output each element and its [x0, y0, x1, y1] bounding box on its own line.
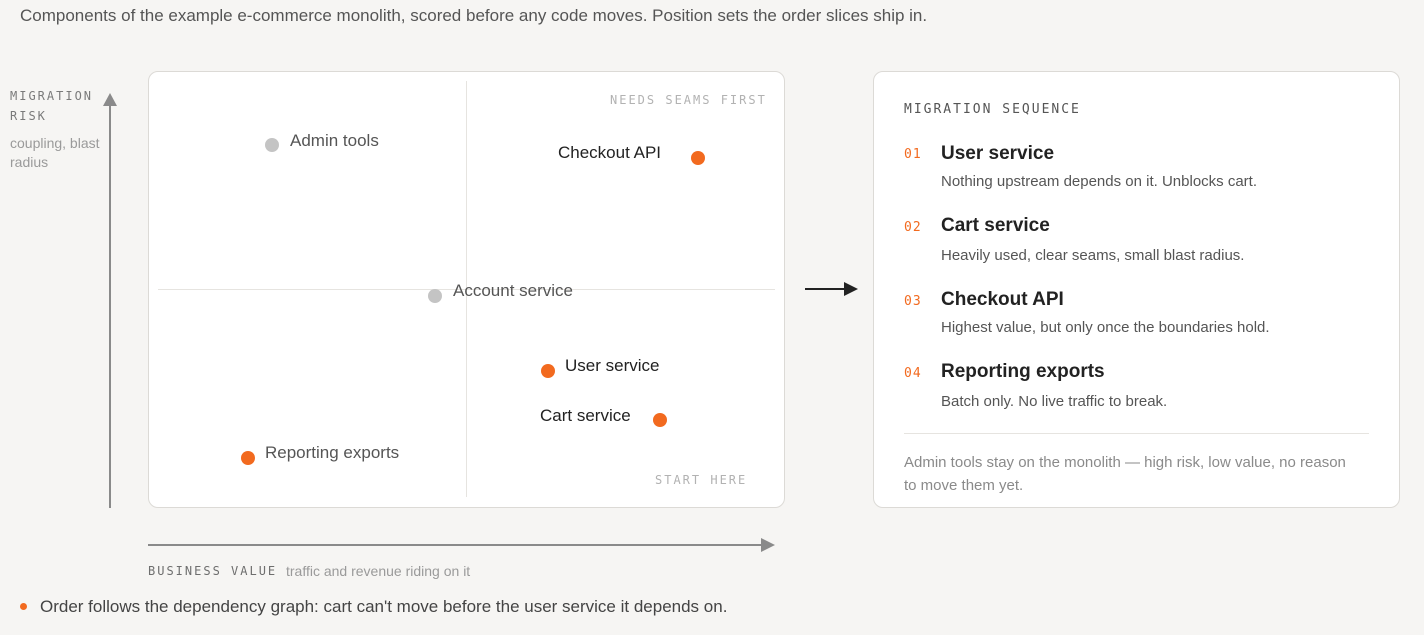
- x-axis-arrowhead: [761, 538, 775, 552]
- point-label-account-service: Account service: [453, 281, 573, 300]
- intro-text: Components of the example e-commerce mon…: [20, 6, 928, 25]
- panel-note: Admin tools stay on the monolith — high …: [904, 454, 1346, 494]
- footnote-bullet-icon: [20, 603, 27, 610]
- quadrant-label-start-here: START HERE: [655, 473, 748, 487]
- point-dot-account-service: [428, 289, 442, 303]
- step-title: Reporting exports: [941, 361, 1105, 382]
- x-axis-line: [148, 544, 763, 546]
- point-label-admin-tools: Admin tools: [290, 131, 379, 150]
- quadrant-label-needs-seams: NEEDS SEAMS FIRST: [610, 93, 767, 107]
- y-axis-line: [109, 104, 111, 508]
- point-label-reporting-exports: Reporting exports: [265, 443, 400, 462]
- connector-arrow-line: [805, 288, 847, 290]
- step-description: Heavily used, clear seams, small blast r…: [941, 247, 1245, 264]
- step-number: 02: [904, 220, 922, 235]
- y-axis-subtitle: coupling, blast radius: [10, 135, 100, 170]
- y-axis-arrowhead: [103, 93, 117, 106]
- step-description: Batch only. No live traffic to break.: [941, 393, 1168, 410]
- x-axis-subtitle: traffic and revenue riding on it: [286, 563, 471, 579]
- step-description: Nothing upstream depends on it. Unblocks…: [941, 173, 1258, 190]
- step-title: User service: [941, 143, 1055, 164]
- point-label-cart-service: Cart service: [540, 406, 631, 425]
- footnote-text: Order follows the dependency graph: cart…: [40, 597, 728, 616]
- point-dot-reporting-exports: [241, 451, 255, 465]
- panel-title: MIGRATION SEQUENCE: [904, 102, 1081, 117]
- step-title: Checkout API: [941, 289, 1064, 310]
- point-dot-cart-service: [653, 413, 667, 427]
- matrix-horizontal-divider: [158, 289, 775, 290]
- x-axis-title: BUSINESS VALUE: [148, 564, 278, 578]
- point-dot-user-service: [541, 364, 555, 378]
- step-number: 01: [904, 147, 922, 162]
- step-number: 04: [904, 366, 922, 381]
- step-title: Cart service: [941, 215, 1050, 236]
- step-description: Highest value, but only once the boundar…: [941, 319, 1270, 336]
- point-dot-checkout-api: [691, 151, 705, 165]
- point-label-user-service: User service: [565, 356, 660, 375]
- panel-divider: [904, 433, 1369, 434]
- migration-sequence-panel: [873, 71, 1400, 508]
- point-label-checkout-api: Checkout API: [558, 143, 662, 162]
- step-number: 03: [904, 294, 922, 309]
- connector-arrow-icon: [844, 282, 858, 296]
- point-dot-admin-tools: [265, 138, 279, 152]
- y-axis-title: MIGRATION RISK: [10, 89, 94, 123]
